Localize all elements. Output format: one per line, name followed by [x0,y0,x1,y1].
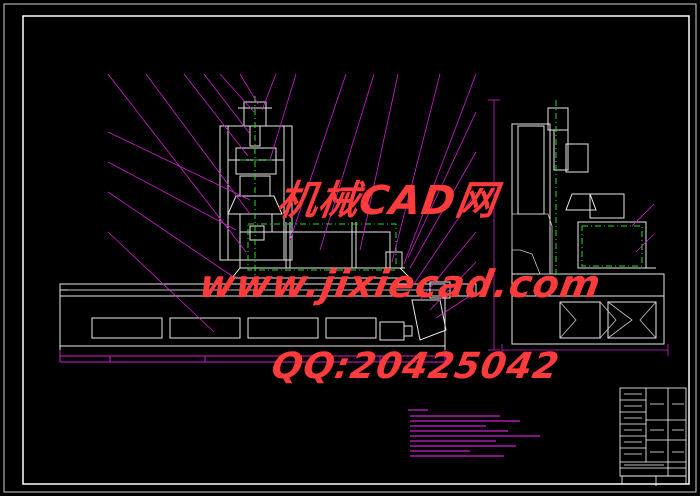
gearbox [235,147,277,175]
bed-window-4 [325,317,377,339]
technical-notes [408,409,540,457]
side-gearbox [565,143,589,173]
side-view [511,107,665,345]
work-table [239,231,391,269]
side-center-lines [555,100,643,290]
inner-frame [22,15,690,485]
bed-window-3 [247,317,319,339]
bed-window-1 [91,317,163,339]
title-block-text-marks [624,393,684,466]
side-base-ribs [511,213,657,339]
drive-motor [379,321,405,341]
side-dimensions [488,99,669,356]
title-block [619,387,687,486]
front-view [59,101,477,356]
bed-window-2 [169,317,241,339]
leader-lines [107,73,477,333]
side-base [511,273,665,345]
side-motor [547,107,569,131]
outer-frame [3,3,697,493]
side-table [577,221,647,269]
front-dimensions [59,350,446,363]
